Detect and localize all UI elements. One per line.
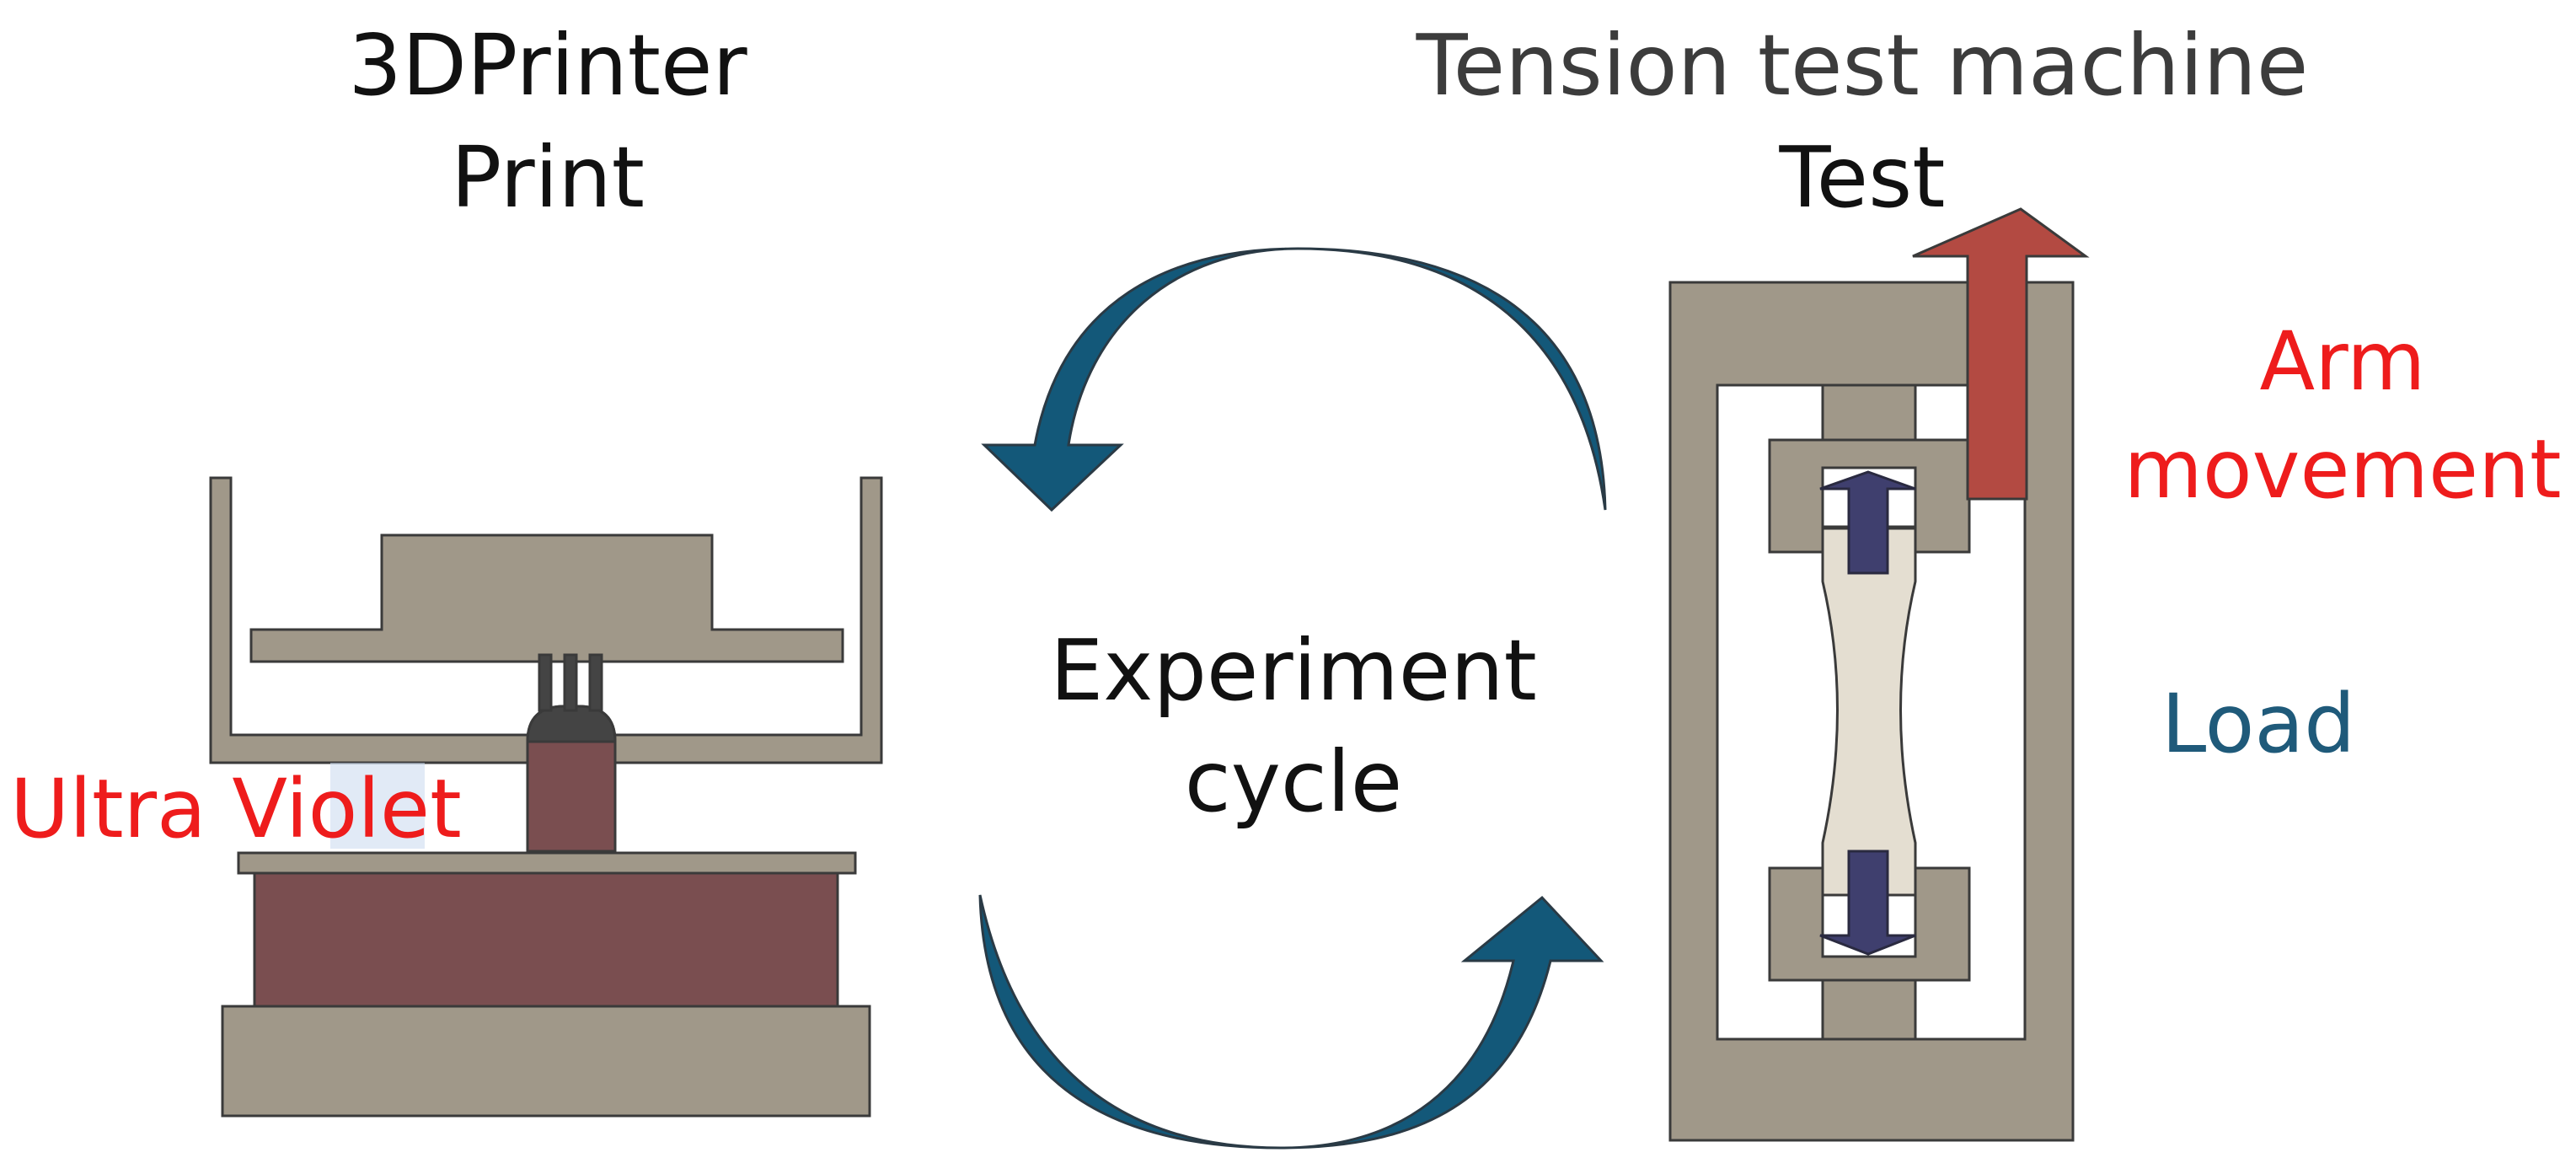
printed-object-tip xyxy=(526,705,617,743)
machine-frame xyxy=(1668,281,2075,1142)
load-arrow-up xyxy=(1819,470,1916,575)
build-platform xyxy=(249,533,844,663)
top-column xyxy=(1821,383,1917,442)
cycle-label-line2: cycle xyxy=(1185,732,1402,831)
uv-label: Ultra Violet xyxy=(10,762,462,856)
nozzle-prong xyxy=(538,653,553,712)
glass-plate xyxy=(237,851,857,875)
light-box xyxy=(253,871,839,1008)
cycle-arrow-top xyxy=(981,247,1607,512)
arm-movement-label-line2: movement xyxy=(2123,422,2561,517)
top-grip xyxy=(1768,438,1971,554)
printer-3d xyxy=(209,476,883,1118)
printer-title: 3DPrinter xyxy=(348,16,747,115)
arm-movement-arrow xyxy=(1912,207,2090,501)
bottom-column xyxy=(1821,978,1917,1041)
resin-vat xyxy=(209,476,883,764)
uv-glow xyxy=(330,763,425,849)
nozzle-prong xyxy=(563,653,578,712)
cycle-arrow-bottom xyxy=(978,894,1604,1150)
cycle-label-line1: Experiment xyxy=(1050,621,1537,720)
load-label: Load xyxy=(2161,677,2355,771)
test-specimen xyxy=(1821,527,1917,897)
nozzle-prong xyxy=(588,653,603,712)
machine-title: Tension test machine xyxy=(1416,16,2309,115)
printer-action-label: Print xyxy=(451,128,645,227)
printer-base xyxy=(221,1005,871,1118)
tension-test-machine xyxy=(1668,281,2075,1142)
load-arrow-down xyxy=(1819,850,1916,956)
arm-movement-label-line1: Arm xyxy=(2260,314,2426,409)
machine-action-label: Test xyxy=(1779,128,1946,227)
